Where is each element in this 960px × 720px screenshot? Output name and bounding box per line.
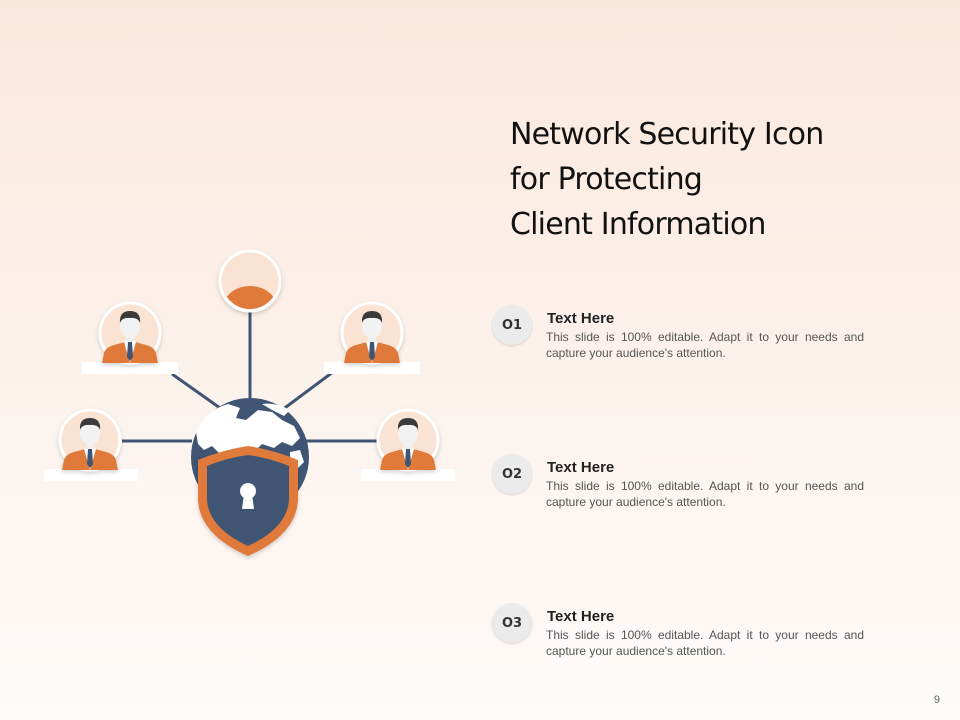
keyhole-icon: [240, 483, 256, 509]
item-title: Text Here: [547, 608, 615, 625]
item-number-badge: O3: [492, 603, 532, 643]
person-icon: [361, 408, 455, 481]
top-user-node: [218, 249, 282, 313]
item-number-badge: O1: [492, 305, 532, 345]
item-body: This slide is 100% editable. Adapt it to…: [546, 479, 864, 509]
person-icon: [44, 408, 138, 481]
title-line-2: for Protecting: [510, 162, 703, 197]
network-lines: [122, 310, 378, 443]
item-number-badge: O2: [492, 454, 532, 494]
item-body: This slide is 100% editable. Adapt it to…: [546, 330, 864, 360]
item-title: Text Here: [547, 310, 615, 327]
page-number: 9: [933, 694, 940, 706]
item-body: This slide is 100% editable. Adapt it to…: [546, 628, 864, 658]
title-line-1: Network Security Icon: [510, 117, 824, 152]
slide-title: Network Security Icon for Protecting Cli…: [510, 112, 930, 247]
item-title: Text Here: [547, 459, 615, 476]
person-icon: [82, 301, 178, 374]
title-line-3: Client Information: [510, 207, 766, 242]
person-icon: [324, 301, 420, 374]
